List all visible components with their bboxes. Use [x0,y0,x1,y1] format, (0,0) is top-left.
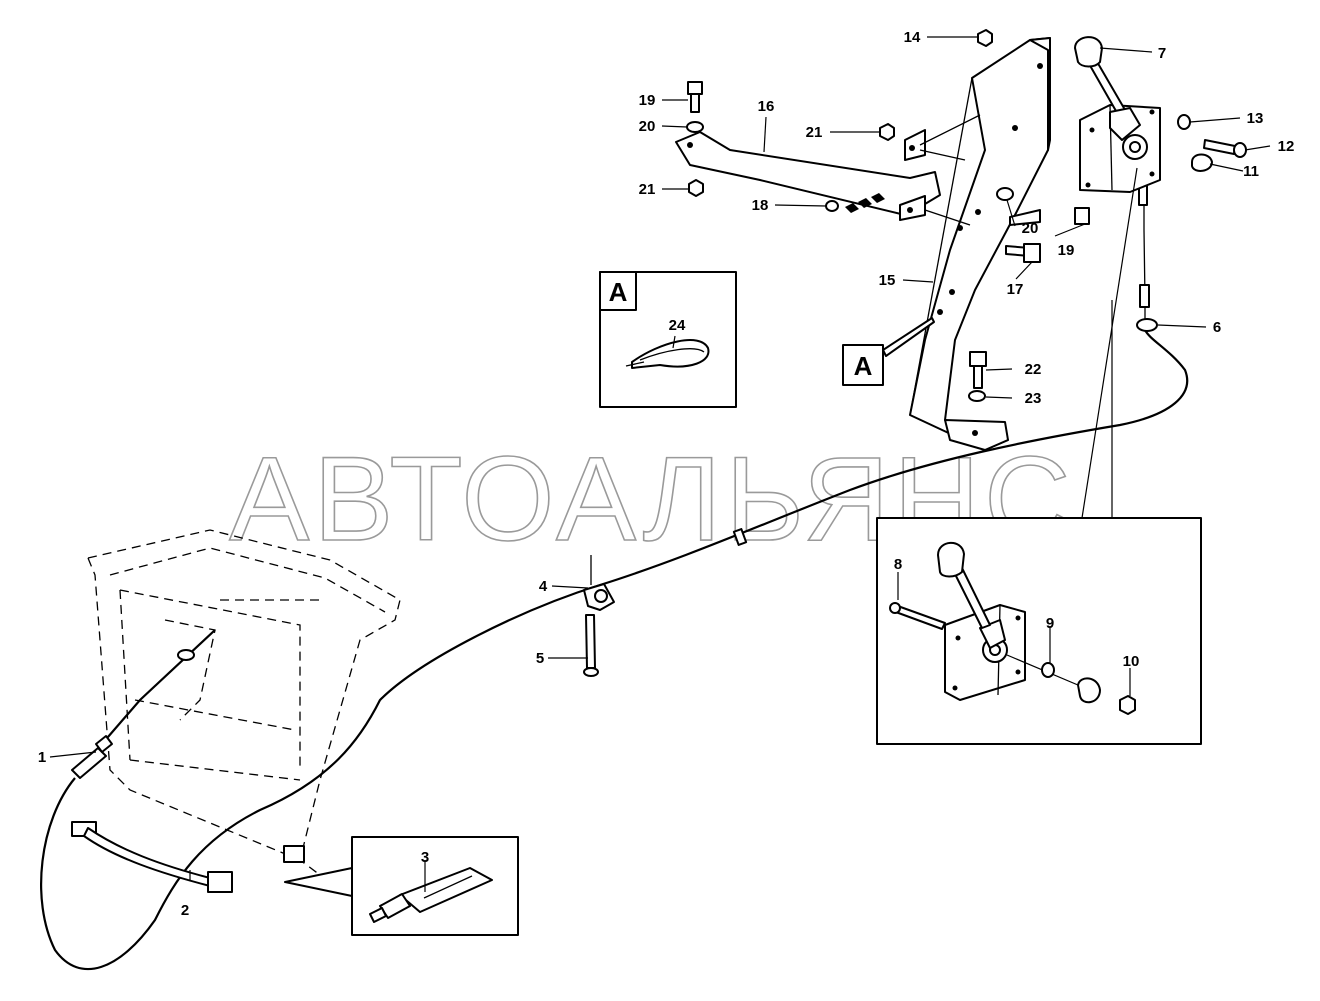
callout-6: 6 [1213,319,1221,336]
callout-19-right: 19 [1058,242,1075,259]
view-a-marker-letter: A [854,351,873,381]
callout-8: 8 [894,556,902,573]
callout-7: 7 [1158,45,1166,62]
inset-view-a: A [599,271,737,408]
inset-view-a-letter: A [609,277,628,307]
callout-20-top: 20 [639,118,656,135]
callout-4: 4 [539,578,548,595]
callout-10: 10 [1123,653,1140,670]
callout-1: 1 [38,749,46,766]
callout-20-right: 20 [1022,220,1039,237]
callout-11: 11 [1243,163,1259,180]
callout-16: 16 [758,98,775,115]
callout-18: 18 [752,197,769,214]
callout-13: 13 [1247,110,1264,127]
cable-bracket-rod [71,821,305,893]
lever-detail-box [876,167,1202,745]
control-cable [40,175,1189,971]
callout-5: 5 [536,650,544,667]
inset-sealant [284,836,519,936]
callout-12: 12 [1278,138,1295,155]
control-lever [1074,36,1247,193]
callout-14: 14 [904,29,921,46]
callout-2: 2 [181,902,189,919]
callout-23: 23 [1025,390,1042,407]
cable-end-fitting [71,735,113,779]
callout-24: 24 [669,317,686,334]
bracket-fasteners [686,29,1090,402]
callout-19-top: 19 [639,92,656,109]
view-a-marker: A [842,317,935,386]
callout-leaders [49,36,1271,892]
cable-clamp [583,555,615,677]
callout-21-bottom: 21 [639,181,656,198]
callout-21-right: 21 [806,124,823,141]
callout-17: 17 [1007,281,1024,298]
housing-outline [87,529,401,876]
callout-9: 9 [1046,615,1054,632]
callout-numbers: 1 2 3 4 5 6 7 8 9 10 11 12 13 14 15 16 1… [38,29,1295,919]
mounting-bracket [909,37,1051,451]
callout-22: 22 [1025,361,1042,378]
callout-3: 3 [421,849,429,866]
callout-15: 15 [879,272,896,289]
cross-bracket [675,114,981,226]
